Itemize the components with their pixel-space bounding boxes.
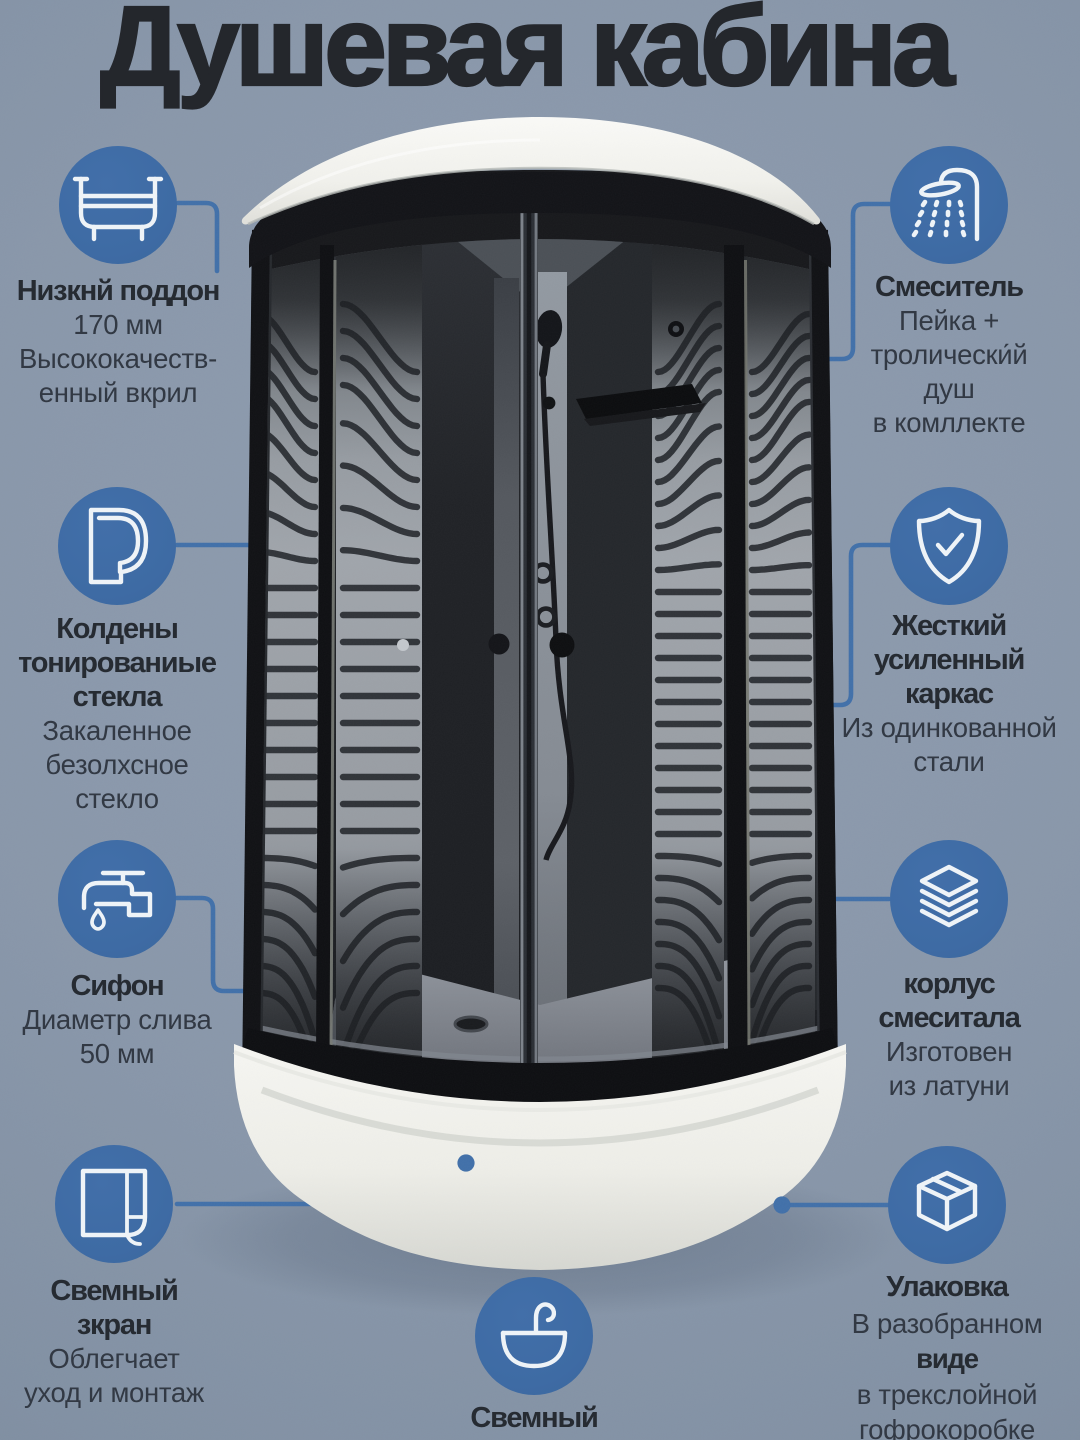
basin-icon (500, 1302, 568, 1369)
badge-faucet-icon (58, 840, 176, 958)
feature-siphon: Сифон Диаметр слива 50 мм (0, 969, 247, 1071)
feature-desc-line: гофрокоробке (859, 1414, 1035, 1440)
feature-desc-line: енный вкрил (38, 377, 198, 408)
feature-desc-line: душ (923, 373, 975, 404)
shower-head-icon (911, 167, 980, 242)
feature-title-line: стекла (72, 681, 163, 713)
feature-basin: Свемный (404, 1401, 664, 1435)
feature-desc-line: Из одинкованной (841, 712, 1057, 743)
feature-desc-line: уход и монтаж (23, 1377, 205, 1408)
feature-desc-line: Облегчает (48, 1343, 180, 1374)
feature-desc-line: тролически́й (870, 339, 1028, 370)
feature-mixer-body: корлус смеситала Изготовен из латуни (819, 967, 1079, 1103)
badge-tray-icon (59, 146, 177, 264)
feature-title-line: тонированиые (18, 647, 217, 679)
layers-icon (919, 864, 979, 928)
badge-glass-panel-icon (58, 487, 176, 605)
feature-desc-line: В разобранном (851, 1307, 1043, 1339)
feature-title-line: усиленный (873, 644, 1026, 676)
feature-title-line: Свемный (50, 1275, 178, 1307)
feature-title-line: Свемный (470, 1402, 598, 1434)
shield-check-icon (916, 507, 982, 585)
feature-desc-line: Пейка + (899, 305, 999, 336)
badge-screen-icon (55, 1145, 173, 1263)
feature-title-line: Низкнй поддон (16, 275, 221, 307)
feature-low-tray: Низкнй поддон 170 мм Высококачеств- енны… (0, 274, 248, 410)
feature-desc-line: стекло (75, 783, 159, 814)
page-title: Душевая кабина (99, 0, 956, 109)
feature-desc-line: в трекслойной (856, 1378, 1038, 1410)
feature-title-line: Колдены (56, 613, 179, 645)
feature-desc-line: стали (913, 746, 985, 777)
badge-basin-icon (475, 1277, 593, 1395)
feature-title-line: Сифон (70, 970, 165, 1002)
feature-desc-line: 50 мм (79, 1038, 155, 1069)
feature-desc-line: Высококачеств- (19, 343, 217, 374)
feature-desc-line: в комллекте (872, 407, 1026, 438)
feature-tinted-glass: Колдены тонированиые стекла Закаленное б… (0, 612, 247, 816)
box-icon (916, 1170, 978, 1232)
faucet-icon (81, 870, 153, 931)
feature-title-line: каркас (905, 678, 994, 710)
feature-removable-screen: Свемный зкран Облегчает уход и монтаж (0, 1274, 244, 1410)
badge-shower-head-icon (890, 146, 1008, 264)
feature-title-line: Улаковка (886, 1271, 1009, 1303)
feature-title-line: корлус (903, 968, 995, 1000)
feature-title-line: смеситала (878, 1002, 1021, 1034)
feature-rigid-frame: Жесткий усиленный каркас Из одинкованной… (819, 609, 1079, 779)
feature-desc-line: Диаметр слива (22, 1004, 212, 1035)
glass-panel-icon (88, 507, 149, 585)
badge-box-icon (888, 1146, 1006, 1264)
feature-desc-line: Изготовен (885, 1036, 1013, 1067)
feature-desc-line: Закаленное (42, 715, 192, 746)
screen-icon (80, 1168, 148, 1246)
feature-desc-line: безолхсное (45, 749, 189, 780)
feature-mixer: Смеситель Пейка + тролически́й душ в ком… (819, 270, 1079, 440)
feature-desc-line: из латуни (888, 1070, 1010, 1101)
feature-desc-line: 170 мм (73, 309, 163, 340)
badge-shield-check-icon (890, 487, 1008, 605)
feature-title-line: Жесткий (891, 610, 1007, 642)
feature-desc-line: виде (916, 1343, 979, 1374)
tray-icon (72, 176, 164, 242)
badge-layers-icon (890, 840, 1008, 958)
feature-packaging: Улаковка В разобранном виде в трекслойно… (817, 1270, 1077, 1440)
feature-title-line: Смеситель (875, 271, 1024, 303)
feature-title-line: зкран (76, 1309, 152, 1341)
